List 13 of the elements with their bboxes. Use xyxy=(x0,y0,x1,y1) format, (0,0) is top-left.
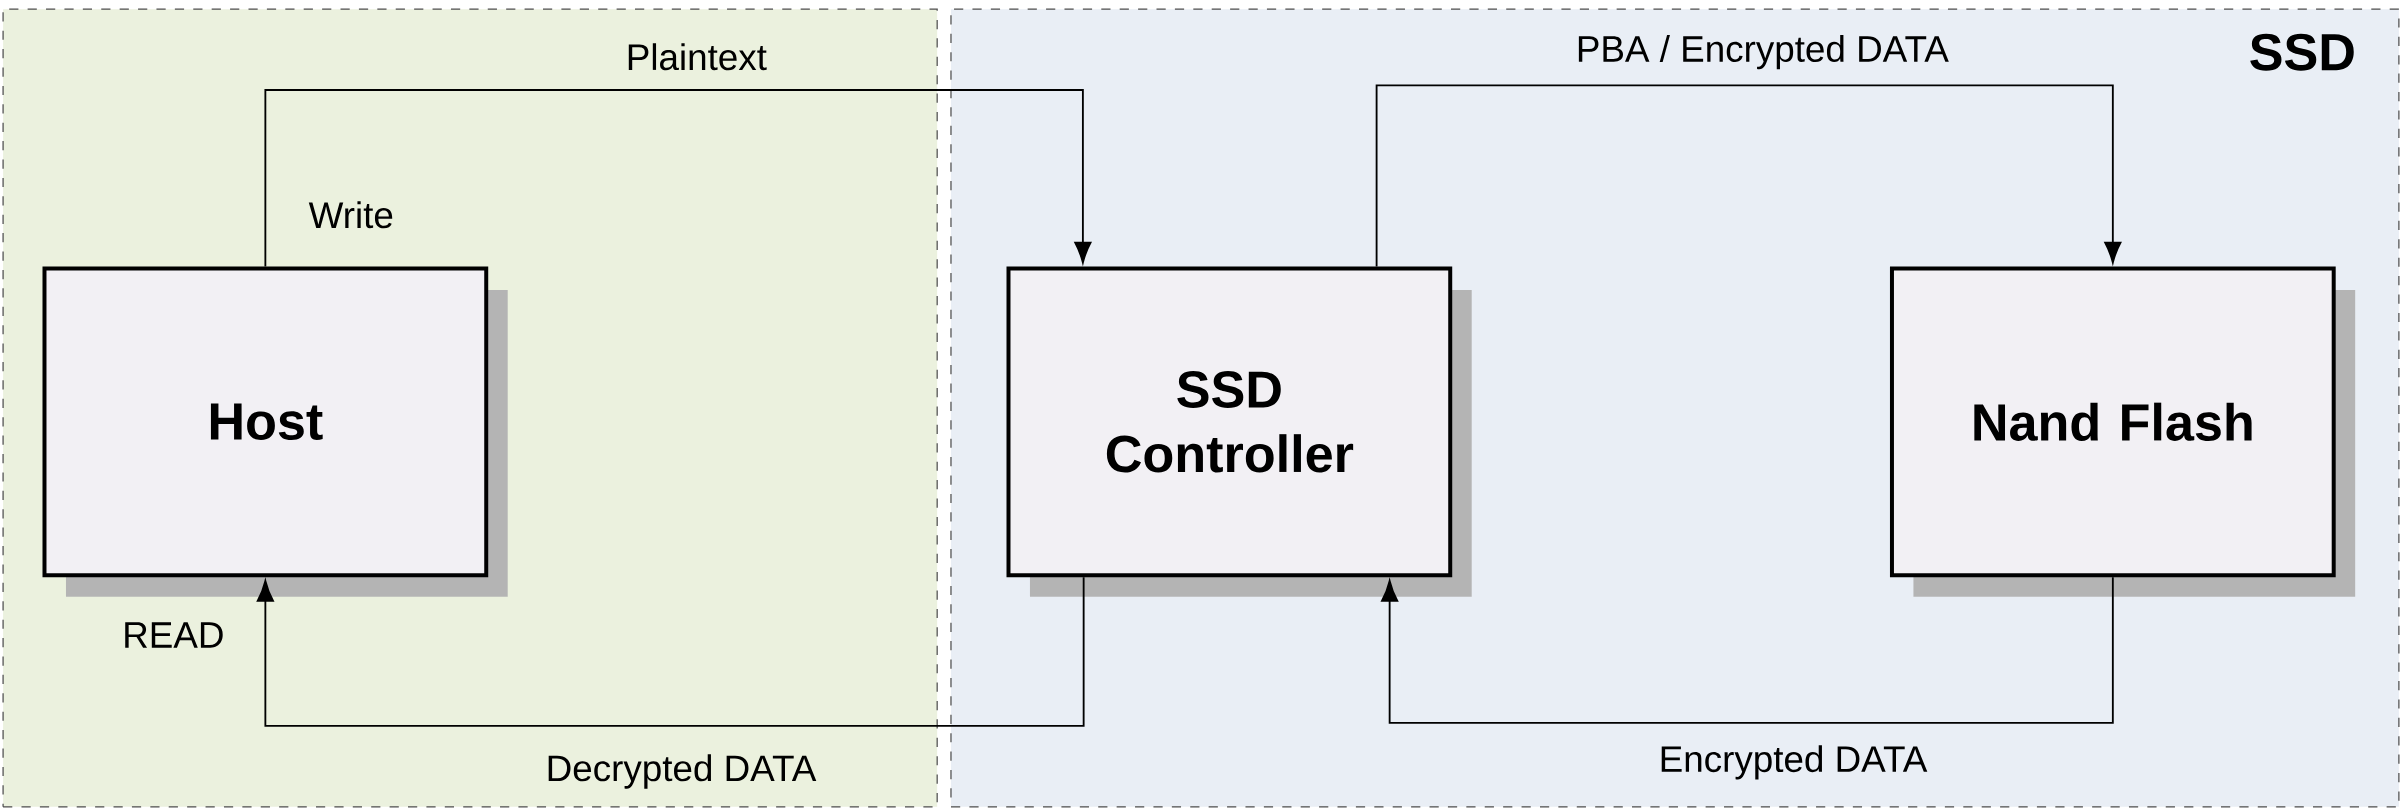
edge-label: Decrypted DATA xyxy=(548,754,817,789)
process-box: Nand Flash xyxy=(1889,266,2336,578)
edge-label: Plaintext xyxy=(628,43,767,71)
text-label: READ xyxy=(125,622,223,648)
arrow xyxy=(256,576,1085,727)
edge-label: PBA / Encrypted DATA xyxy=(1578,35,1949,70)
arrow xyxy=(1375,84,2122,268)
arrow xyxy=(1381,576,2114,724)
edge-label: Encrypted DATA xyxy=(1661,745,1928,780)
arrow xyxy=(264,89,1092,268)
process-box: SSD Controller xyxy=(1006,266,1453,578)
text-label: Write xyxy=(308,201,393,229)
process-box: Host xyxy=(42,266,489,578)
